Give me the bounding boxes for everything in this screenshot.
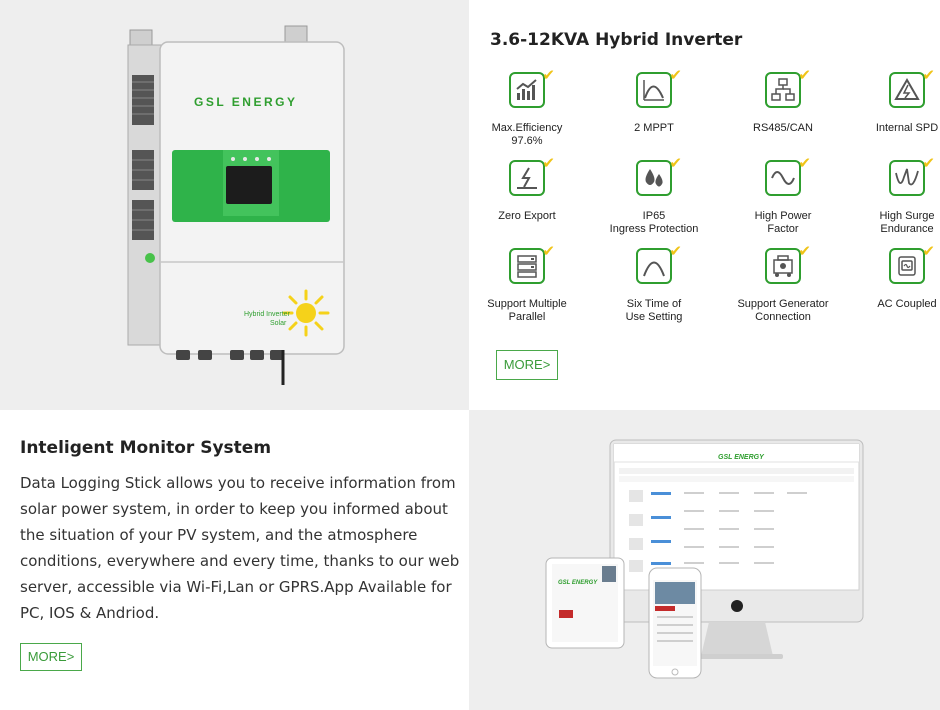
features-panel: 3.6-12KVA Hybrid Inverter ✔ Max.Efficien… (469, 0, 940, 410)
monitor-screen-header: GSL ENERGY (718, 454, 764, 461)
time-curve-icon: ✔ (636, 242, 682, 284)
feature-max-efficiency: ✔ Max.Efficiency 97.6% (467, 66, 587, 148)
mppt-curve-icon: ✔ (636, 66, 682, 108)
ac-coupled-icon: ✔ (889, 242, 935, 284)
feature-ac-coupled: ✔ AC Coupled (847, 242, 940, 311)
zero-export-icon: ✔ (509, 154, 555, 196)
feature-zero-export: ✔ Zero Export (467, 154, 587, 223)
feature-label: RS485/CAN (753, 122, 813, 134)
check-mark-icon: ✔ (922, 66, 935, 84)
check-mark-icon: ✔ (798, 154, 811, 172)
feature-label: Internal SPD (875, 122, 939, 134)
check-mark-icon: ✔ (542, 154, 555, 172)
efficiency-chart-icon: ✔ (509, 66, 555, 108)
feature-label: Zero Export (498, 210, 556, 222)
monitor-title: Inteligent Monitor System (20, 438, 272, 458)
inverter-badge-line1: Hybrid Inverter (244, 311, 290, 318)
check-mark-icon: ✔ (669, 66, 682, 84)
feature-label: Support Multiple Parallel (487, 298, 567, 323)
inverter-image-panel: GSL ENERGY Hybrid Inverter Solar (0, 0, 469, 410)
feature-label: High Power Factor (754, 210, 812, 235)
feature-generator-connection: ✔ Support Generator Connection (723, 242, 843, 324)
feature-ip65: ✔ IP65 Ingress Protection (594, 154, 714, 236)
feature-internal-spd: ✔ Internal SPD (847, 66, 940, 135)
check-mark-icon: ✔ (798, 242, 811, 260)
monitoring-devices-illustration (545, 439, 864, 679)
feature-label: Support Generator Connection (737, 298, 829, 323)
feature-high-power-factor: ✔ High Power Factor (723, 154, 843, 236)
monitor-description: Data Logging Stick allows you to receive… (20, 474, 460, 622)
feature-label: IP65 Ingress Protection (609, 210, 699, 235)
feature-multiple-parallel: ✔ Support Multiple Parallel (467, 242, 587, 324)
feature-label: Six Time of Use Setting (625, 298, 683, 323)
inverter-illustration (127, 25, 345, 385)
parallel-units-icon: ✔ (509, 242, 555, 284)
generator-icon: ✔ (765, 242, 811, 284)
feature-high-surge-endurance: ✔ High Surge Endurance (847, 154, 940, 236)
inverter-badge-line2: Solar (270, 320, 287, 327)
check-mark-icon: ✔ (798, 66, 811, 84)
features-more-button[interactable]: MORE> (496, 350, 558, 380)
feature-time-of-use: ✔ Six Time of Use Setting (594, 242, 714, 324)
check-mark-icon: ✔ (669, 242, 682, 260)
network-icon: ✔ (765, 66, 811, 108)
surge-wave-icon: ✔ (889, 154, 935, 196)
water-drops-icon: ✔ (636, 154, 682, 196)
features-title: 3.6-12KVA Hybrid Inverter (490, 30, 743, 50)
inverter-brand-label: GSL ENERGY (194, 95, 298, 109)
feature-label: Max.Efficiency 97.6% (491, 122, 563, 147)
monitor-text-panel: Inteligent Monitor System Data Logging S… (0, 410, 469, 710)
check-mark-icon: ✔ (922, 242, 935, 260)
check-mark-icon: ✔ (542, 66, 555, 84)
check-mark-icon: ✔ (669, 154, 682, 172)
feature-label: High Surge Endurance (879, 210, 935, 235)
check-mark-icon: ✔ (542, 242, 555, 260)
feature-label: 2 MPPT (634, 122, 674, 134)
feature-2-mppt: ✔ 2 MPPT (594, 66, 714, 135)
surge-protection-icon: ✔ (889, 66, 935, 108)
devices-image-panel: GSL ENERGY GSL ENERGY (469, 410, 940, 710)
sine-wave-icon: ✔ (765, 154, 811, 196)
tablet-logo: GSL ENERGY (558, 580, 598, 586)
monitor-more-button[interactable]: MORE> (20, 643, 82, 671)
feature-rs485-can: ✔ RS485/CAN (723, 66, 843, 135)
check-mark-icon: ✔ (922, 154, 935, 172)
feature-label: AC Coupled (877, 298, 937, 310)
